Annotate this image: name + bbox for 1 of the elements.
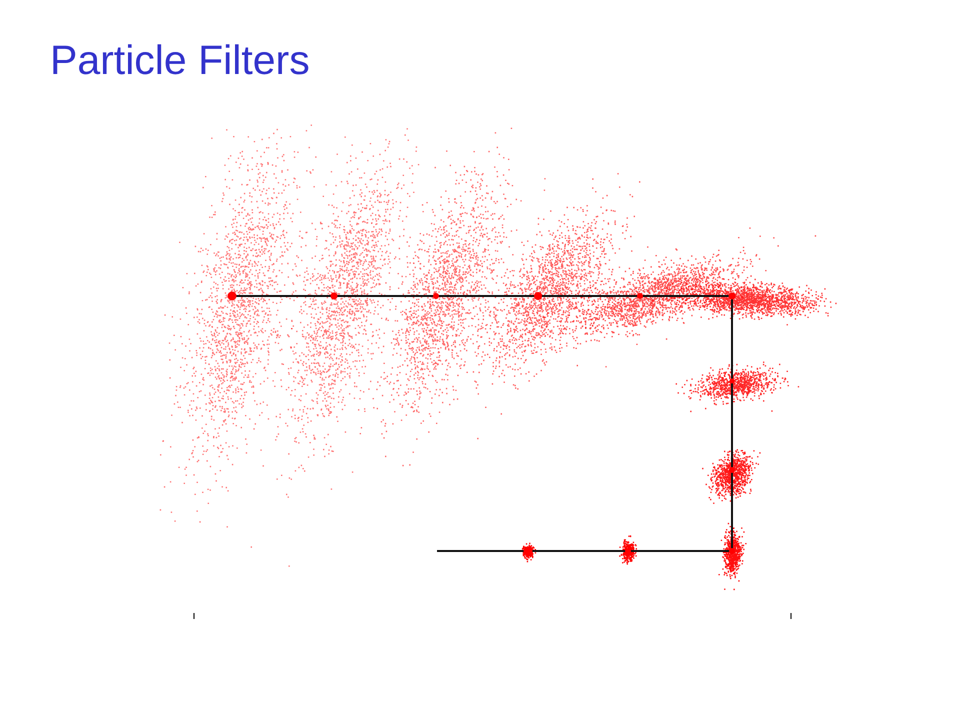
slide-title: Particle Filters: [50, 36, 310, 84]
